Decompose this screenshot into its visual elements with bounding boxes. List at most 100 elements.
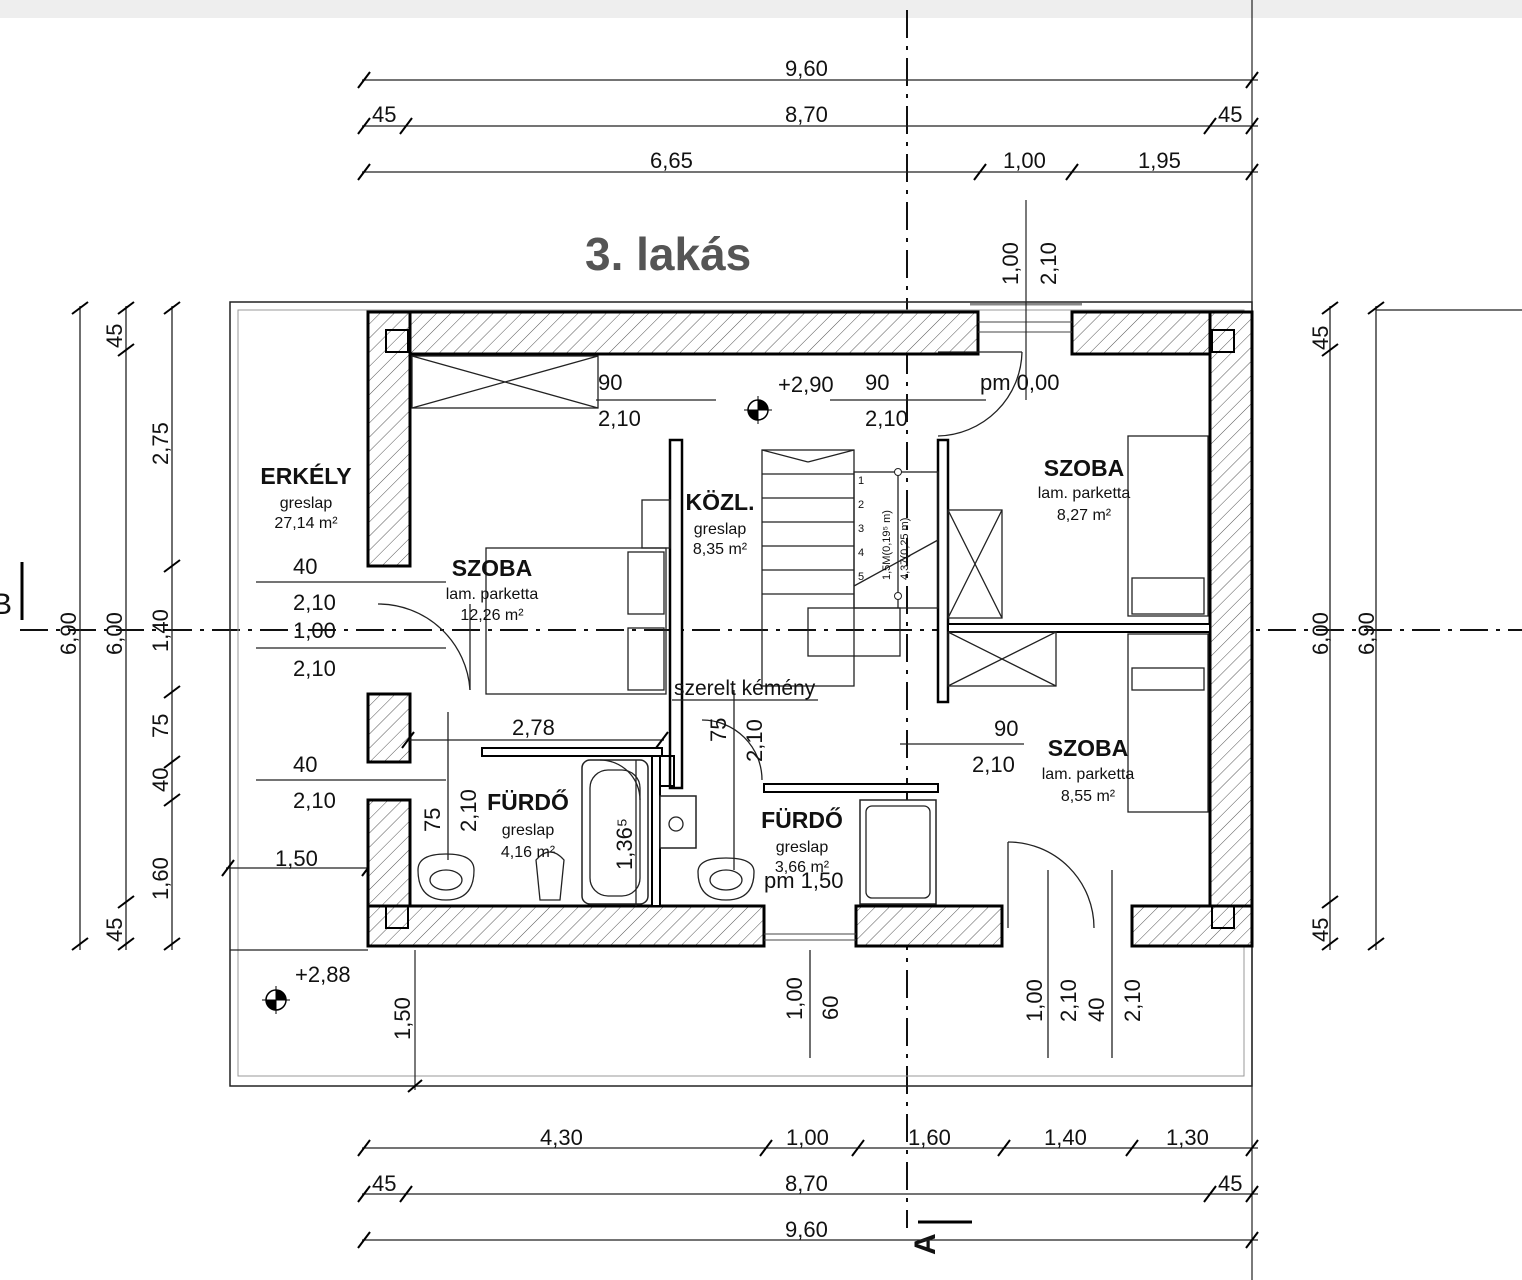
dim-bath-278: 2,78 xyxy=(512,715,555,740)
dim-bot-140: 1,40 xyxy=(1044,1125,1087,1150)
dim-top-870: 8,70 xyxy=(785,102,828,127)
dim-top-100: 1,00 xyxy=(1003,148,1046,173)
level-marker-terrace: +2,88 xyxy=(262,962,351,1014)
dim-right-45-top: 45 xyxy=(1308,326,1333,350)
dim-win-bot-60: 60 xyxy=(818,996,843,1020)
room-area: 27,14 m² xyxy=(274,515,338,532)
dim-bot-160: 1,60 xyxy=(908,1125,951,1150)
dim-top-665: 6,65 xyxy=(650,148,693,173)
door-dimensions: 90 2,10 90 2,10 40 2,10 1,00 2,10 40 2,1… xyxy=(256,370,1145,1058)
dim-bot-45-right: 45 xyxy=(1218,1171,1242,1196)
level-terrace: +2,88 xyxy=(295,962,351,987)
level-top: +2,90 xyxy=(778,372,834,397)
dim-win-bot-100: 1,00 xyxy=(782,977,807,1020)
dim-left-275: 2,75 xyxy=(148,422,173,465)
dim-bot-45-left: 45 xyxy=(372,1171,396,1196)
dim-left-160: 1,60 xyxy=(148,857,173,900)
room-name: FÜRDŐ xyxy=(761,806,843,833)
dim-right-45-bot: 45 xyxy=(1308,918,1333,942)
room-furdo-left: FÜRDŐ greslap 4,16 m² xyxy=(487,788,569,861)
dim-tub-1365: 1,36⁵ xyxy=(612,818,637,870)
stair-step-5: 5 xyxy=(858,571,864,583)
room-szoba-left: SZOBA lam. parketta 12,26 m² xyxy=(446,555,539,624)
room-area: 8,55 m² xyxy=(1061,788,1116,805)
room-erkely: ERKÉLY greslap 27,14 m² xyxy=(260,462,351,532)
room-finish: lam. parketta xyxy=(1042,766,1135,783)
dim-window-210: 2,10 xyxy=(1036,242,1061,285)
room-name: ERKÉLY xyxy=(260,462,351,489)
chimney-symbol xyxy=(659,755,675,787)
windows: 1,00 2,10 xyxy=(764,200,1082,941)
dim-left-45-bot: 45 xyxy=(102,918,127,942)
dim-door-se-90: 90 xyxy=(994,716,1018,741)
dim-left-690: 6,90 xyxy=(56,612,81,655)
dim-win-br-210b: 2,10 xyxy=(1120,979,1145,1022)
level-pm-top: pm 0,00 xyxy=(980,370,1060,395)
beds xyxy=(485,435,1209,813)
room-area: 12,26 m² xyxy=(460,607,524,624)
dim-top-45-left: 45 xyxy=(372,102,396,127)
room-name: SZOBA xyxy=(1044,455,1125,481)
wardrobe-top-left xyxy=(411,355,599,409)
staircase: 1 2 3 4 5 1,5M(0,19⁵ m) 4,37(0,25 m) xyxy=(761,449,939,687)
level-pm-bath: pm 1,50 xyxy=(764,868,844,893)
section-b-label: B xyxy=(0,588,12,621)
stair-step-1: 1 xyxy=(858,475,864,487)
dim-left-40: 40 xyxy=(148,768,173,792)
room-name: SZOBA xyxy=(452,555,533,581)
room-finish: greslap xyxy=(502,822,555,839)
room-finish: greslap xyxy=(776,839,829,856)
dim-top-195: 1,95 xyxy=(1138,148,1181,173)
dim-bath-door-210: 2,10 xyxy=(456,789,481,832)
bottom-dimensions: 4,30 1,00 1,60 1,40 1,30 45 8,70 45 9,60 xyxy=(357,1125,1259,1249)
dim-erkely-door2-210: 2,10 xyxy=(293,656,336,681)
dim-erkely-door1-40: 40 xyxy=(293,554,317,579)
apartment-title: 3. lakás xyxy=(585,228,751,280)
right-dimensions: 45 6,00 45 6,90 xyxy=(1308,301,1522,951)
dim-bath-mid-210: 2,10 xyxy=(742,719,767,762)
dim-left-140: 1,40 xyxy=(148,609,173,652)
wardrobes-right xyxy=(947,509,1057,687)
section-mark-a: A xyxy=(909,1220,972,1255)
doors xyxy=(377,351,1095,929)
room-szoba-nw: SZOBA lam. parketta 8,27 m² xyxy=(1038,455,1131,524)
room-area: 3,66 m² xyxy=(775,859,830,876)
room-furdo-mid: FÜRDŐ greslap 3,66 m² xyxy=(761,806,843,876)
dim-door-tr-90: 90 xyxy=(865,370,889,395)
dim-door-tl-90: 90 xyxy=(598,370,622,395)
section-a-label: A xyxy=(909,1233,942,1255)
dim-door-tl-210: 2,10 xyxy=(598,406,641,431)
dim-left-600: 6,00 xyxy=(102,612,127,655)
room-finish: greslap xyxy=(280,495,333,512)
room-kozl: KÖZL. greslap 8,35 m² xyxy=(686,489,755,558)
dim-bot-870: 8,70 xyxy=(785,1171,828,1196)
dim-terrace-150: 1,50 xyxy=(390,997,415,1040)
dim-erkely-door1-210: 2,10 xyxy=(293,590,336,615)
dim-left-75: 75 xyxy=(148,714,173,738)
dim-right-600: 6,00 xyxy=(1308,612,1333,655)
stair-step-4: 4 xyxy=(858,547,864,559)
level-marker-top: +2,90 xyxy=(744,372,834,424)
room-area: 8,35 m² xyxy=(693,541,748,558)
dim-top-960: 9,60 xyxy=(785,56,828,81)
dim-erkely-door3-210: 2,10 xyxy=(293,788,336,813)
walls xyxy=(366,310,1254,948)
stair-label-b: 4,37(0,25 m) xyxy=(899,518,911,580)
room-szoba-se: SZOBA lam. parketta 8,55 m² xyxy=(1042,735,1135,805)
dim-win-br-40: 40 xyxy=(1084,998,1109,1022)
dim-bath-door-75: 75 xyxy=(420,808,445,832)
dim-bath-mid-75: 75 xyxy=(706,718,731,742)
dim-bot-100: 1,00 xyxy=(786,1125,829,1150)
dim-erkely-door2-100: 1,00 xyxy=(293,618,336,643)
dim-door-se-210: 2,10 xyxy=(972,752,1015,777)
stair-label-a: 1,5M(0,19⁵ m) xyxy=(881,510,893,580)
stair-step-3: 3 xyxy=(858,523,864,535)
dim-win-br-210a: 2,10 xyxy=(1056,979,1081,1022)
chimney-label: szerelt kémény xyxy=(674,677,816,700)
top-edge-shade xyxy=(0,0,1522,18)
room-name: SZOBA xyxy=(1048,735,1129,761)
dim-top-45-right: 45 xyxy=(1218,102,1242,127)
dim-win-br-100: 1,00 xyxy=(1022,979,1047,1022)
room-area: 8,27 m² xyxy=(1057,507,1112,524)
